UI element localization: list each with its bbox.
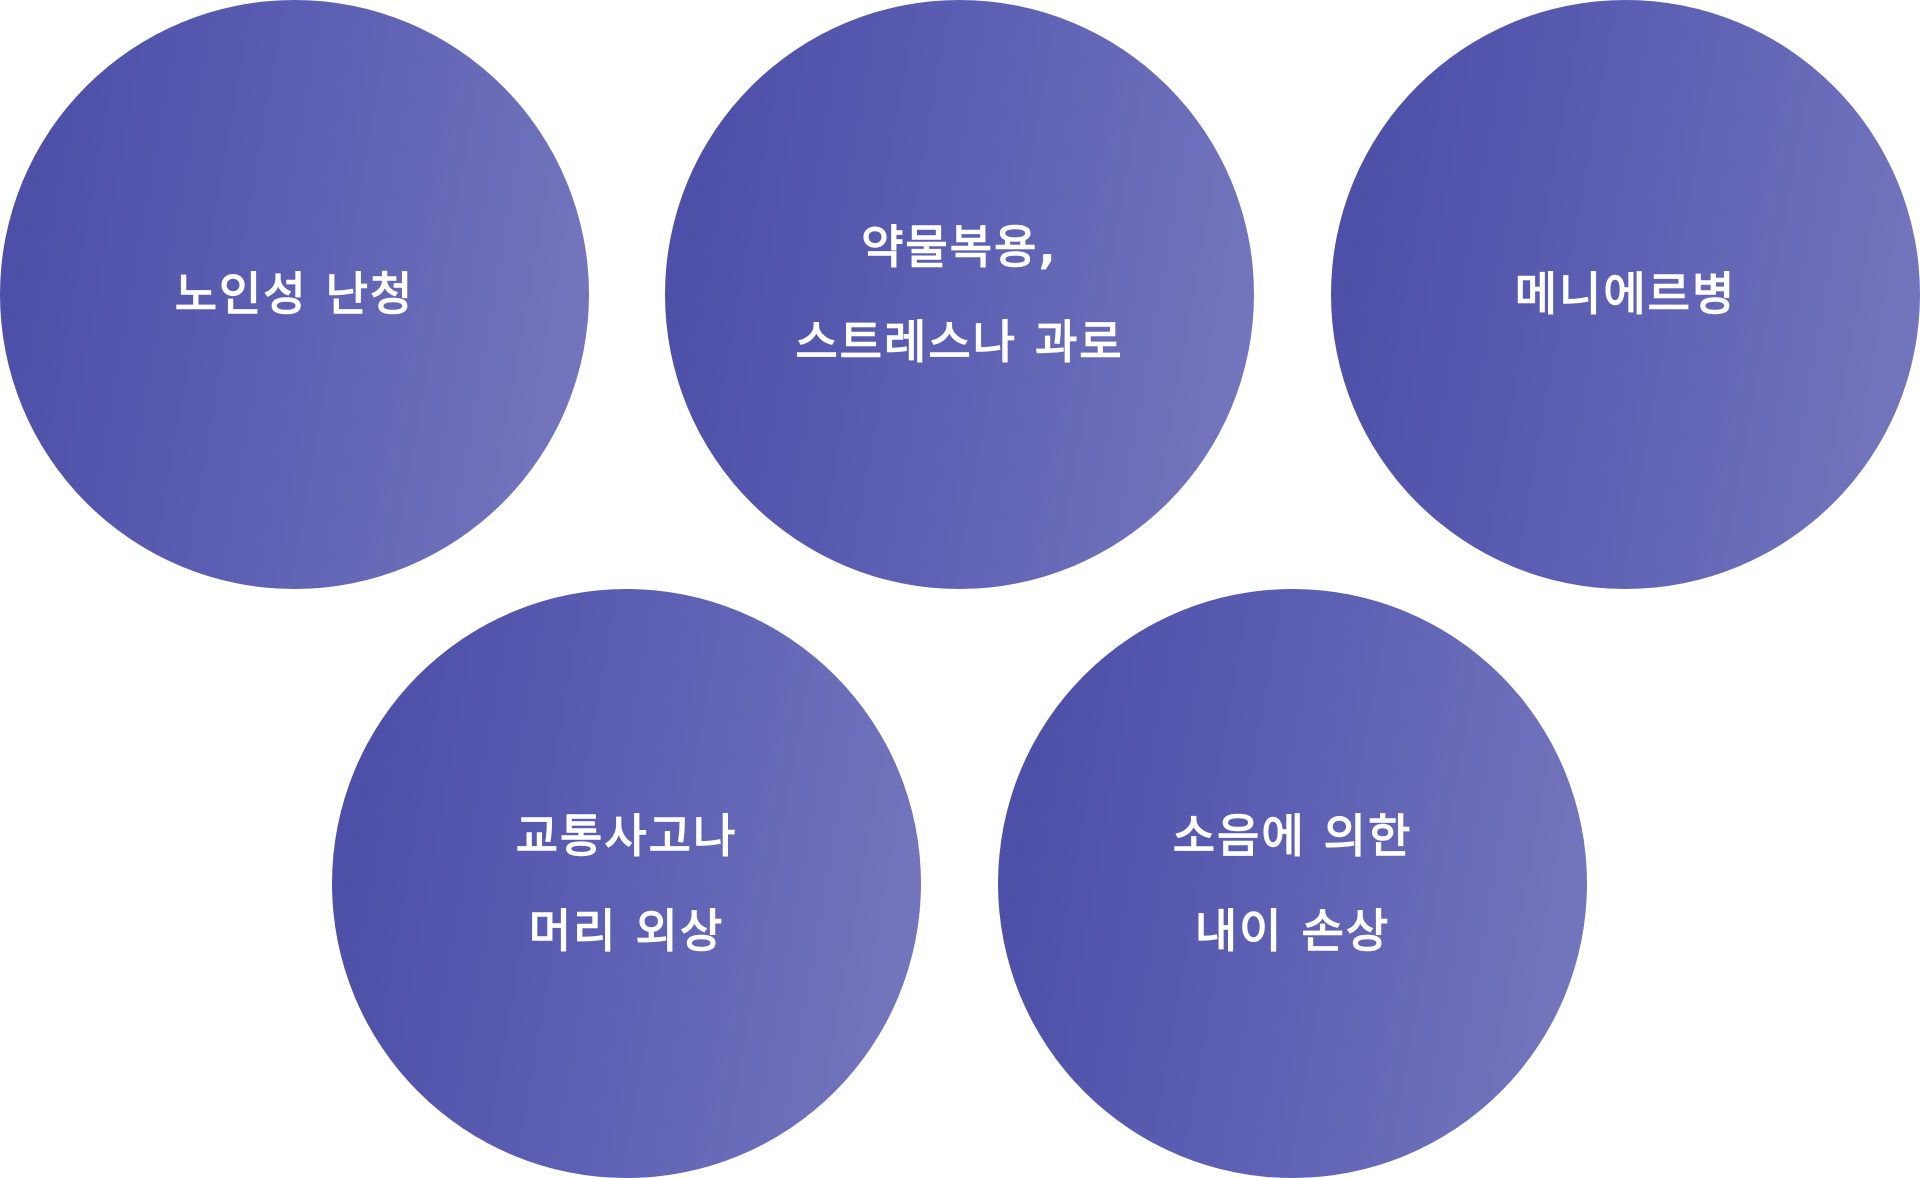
- cause-circle-noise-induced-damage: 소음에 의한 내이 손상: [998, 589, 1587, 1178]
- cause-label: 노인성 난청: [174, 267, 415, 321]
- cause-label-line-1: 소음에 의한: [1172, 808, 1413, 863]
- cause-circle-age-related-hearing-loss: 노인성 난청: [0, 0, 589, 589]
- cause-label: 메니에르병: [1514, 267, 1737, 321]
- cause-label-line-1: 약물복용,: [861, 219, 1058, 274]
- cause-label-line-2: 머리 외상: [528, 903, 725, 958]
- cause-label-line-2: 내이 손상: [1194, 903, 1391, 958]
- cause-circle-menieres-disease: 메니에르병: [1331, 0, 1920, 589]
- cause-label-line-1: 교통사고나: [515, 808, 738, 863]
- cause-label-line-2: 스트레스나 과로: [795, 314, 1124, 369]
- cause-circle-head-trauma: 교통사고나 머리 외상: [332, 589, 921, 1178]
- cause-circle-medication-stress: 약물복용, 스트레스나 과로: [665, 0, 1254, 589]
